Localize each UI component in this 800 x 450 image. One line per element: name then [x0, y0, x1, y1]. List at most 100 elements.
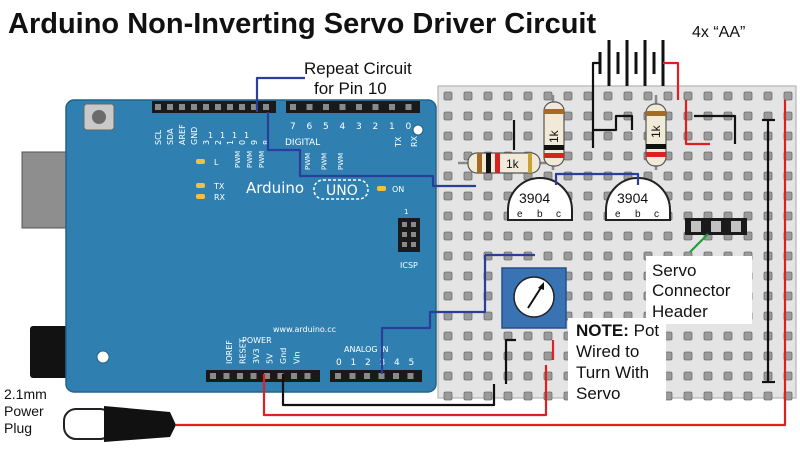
servo-label-line1: Servo — [652, 261, 696, 280]
transistor-2-label: 3904 — [617, 190, 648, 206]
breadboard-hole — [783, 91, 793, 101]
breadboard-hole — [503, 91, 513, 101]
transistor-1-pin-c: c — [556, 209, 561, 220]
breadboard-hole — [463, 351, 473, 361]
breadboard-hole — [463, 171, 473, 181]
header-pin — [215, 104, 221, 110]
breadboard-hole — [723, 191, 733, 201]
breadboard-hole — [703, 371, 713, 381]
wire-blue-repeat — [255, 76, 305, 112]
breadboard-hole — [743, 351, 753, 361]
breadboard-hole — [443, 151, 453, 161]
power-label: POWER — [242, 336, 272, 345]
breadboard-hole — [703, 171, 713, 181]
repeat-callout-line2: for Pin 10 — [314, 79, 387, 98]
breadboard-hole — [563, 231, 573, 241]
servo-label-box — [646, 256, 752, 324]
on-label: ON — [392, 185, 404, 194]
breadboard-hole — [723, 131, 733, 141]
servo-pointer — [689, 233, 709, 253]
icsp-pin1-label: 1 — [404, 208, 408, 216]
breadboard-hole — [583, 131, 593, 141]
breadboard-hole — [583, 91, 593, 101]
repeat-callout-line1: Repeat Circuit — [304, 59, 412, 78]
breadboard-hole — [463, 231, 473, 241]
breadboard-hole — [503, 331, 513, 341]
breadboard-hole — [603, 111, 613, 121]
breadboard-hole — [703, 91, 713, 101]
header-pin — [291, 373, 297, 379]
led-on — [377, 186, 386, 191]
board-pcb — [65, 99, 437, 393]
uno-badge — [313, 179, 369, 200]
digital-pin-tens-label: 1 — [244, 131, 249, 140]
breadboard-hole — [603, 291, 613, 301]
pwm-label: PWM — [258, 151, 266, 168]
breadboard-hole — [443, 371, 453, 381]
header-pin — [378, 373, 385, 379]
breadboard-hole — [523, 371, 533, 381]
note-bold: NOTE: — [576, 321, 629, 340]
note-line3: Turn With — [576, 363, 649, 382]
digital-pin-label: 2 — [214, 140, 223, 145]
pwm-label: PWM — [337, 153, 345, 170]
digital-pin-tens-label: 1 — [220, 131, 225, 140]
digital-pin-label: 2 — [373, 122, 379, 132]
wire-red-5v — [262, 365, 548, 417]
breadboard-hole — [483, 131, 493, 141]
header-pin — [335, 373, 341, 379]
breadboard-hole — [463, 91, 473, 101]
breadboard-hole — [483, 211, 493, 221]
power-pin-label: IOREF — [225, 340, 234, 364]
transistor-2-pin-c: c — [654, 209, 659, 220]
header-pin — [323, 104, 329, 110]
breadboard-hole — [603, 91, 613, 101]
breadboard-hole — [443, 131, 453, 141]
uno-text: UNO — [326, 183, 358, 199]
resistor-1-label: 1k — [506, 157, 520, 171]
digital-pin-tens-label: 1 — [208, 131, 213, 140]
breadboard-hole — [583, 271, 593, 281]
digital-pin-label: 6 — [307, 122, 313, 132]
note-line1: NOTE: Pot — [576, 321, 659, 340]
wires — [176, 61, 787, 427]
breadboard-hole — [743, 131, 753, 141]
note-box — [568, 318, 666, 414]
resistor-1k-vertical-left: 1k — [543, 95, 565, 170]
breadboard-hole — [443, 331, 453, 341]
txrx-pin-label: RX — [410, 135, 419, 147]
breadboard-hole — [483, 371, 493, 381]
breadboard-hole — [703, 351, 713, 361]
breadboard-hole — [463, 251, 473, 261]
breadboard-hole — [443, 191, 453, 201]
breadboard-hole — [763, 91, 773, 101]
breadboard-hole — [723, 151, 733, 161]
breadboard-hole — [663, 231, 673, 241]
icsp-pin — [402, 222, 407, 227]
resistor-2-label: 1k — [547, 129, 561, 143]
header-pin — [237, 373, 243, 379]
power-pin-label: 5V — [266, 353, 275, 364]
breadboard-hole — [623, 151, 633, 161]
breadboard-hole — [743, 171, 753, 181]
breadboard-hole — [523, 111, 533, 121]
wire-blue-pin9 — [266, 112, 476, 188]
breadboard-hole — [443, 171, 453, 181]
servo-label-line3: Header — [652, 302, 708, 321]
digital-pin-label: 7 — [290, 122, 296, 132]
breadboard-hole — [563, 131, 573, 141]
transistor-3904-right: 3904 e b c — [605, 177, 671, 221]
breadboard-hole — [443, 391, 453, 401]
breadboard-hole — [703, 151, 713, 161]
header-pin — [167, 104, 173, 110]
header-pin — [407, 373, 414, 379]
pwm-label: PWM — [321, 153, 329, 170]
led-l-label: L — [214, 158, 219, 167]
digital-pin-label: GND — [190, 127, 199, 145]
digital-header-right — [286, 101, 420, 113]
breadboard-hole — [483, 351, 493, 361]
header-pin — [372, 104, 379, 110]
battery-pack — [598, 40, 665, 86]
breadboard-hole — [583, 251, 593, 261]
